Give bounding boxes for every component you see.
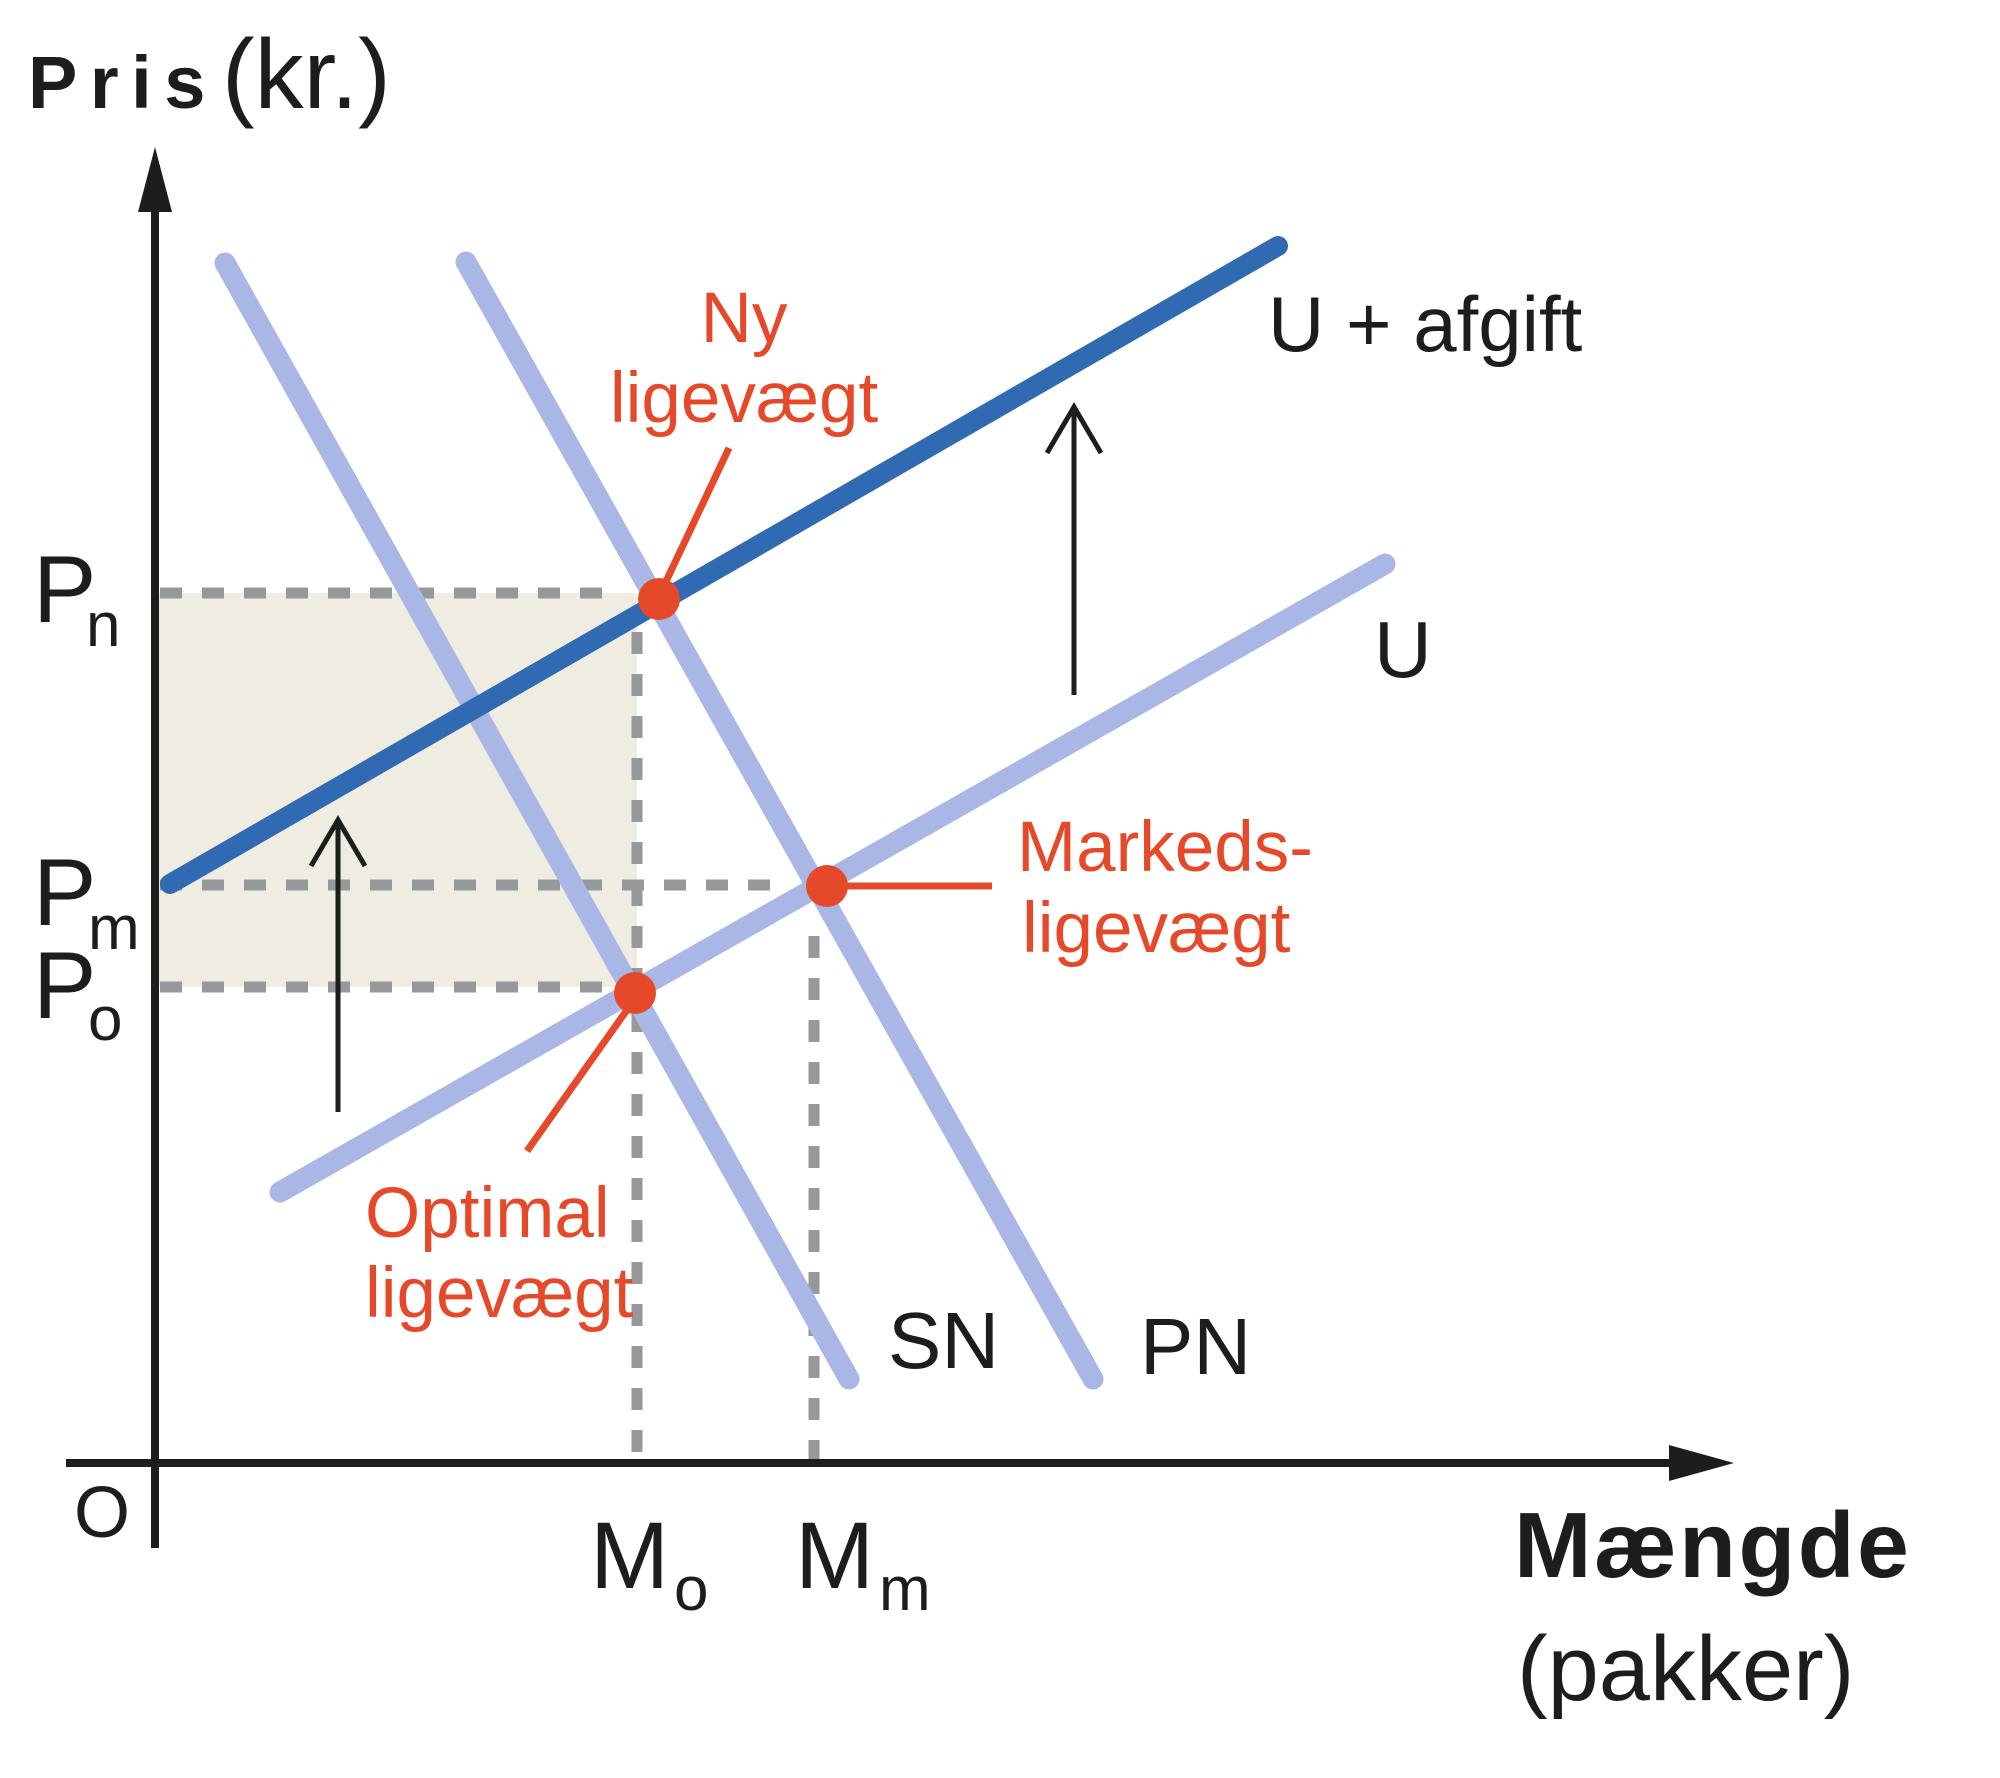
svg-text:M: M	[590, 1503, 669, 1609]
svg-text:n: n	[86, 591, 120, 660]
svg-text:U: U	[1374, 605, 1432, 694]
svg-text:P: P	[33, 537, 96, 643]
svg-text:PN: PN	[1140, 1302, 1251, 1391]
svg-text:(pakker): (pakker)	[1517, 1618, 1854, 1720]
svg-text:m: m	[88, 894, 140, 963]
svg-text:(kr.): (kr.)	[222, 19, 391, 129]
svg-text:Pris: Pris	[28, 41, 218, 124]
svg-text:P: P	[33, 840, 96, 946]
svg-text:Mængde: Mængde	[1514, 1493, 1911, 1597]
svg-text:Ny: Ny	[701, 279, 788, 358]
svg-text:M: M	[795, 1503, 874, 1609]
svg-text:O: O	[74, 1473, 130, 1553]
svg-text:Markeds-: Markeds-	[1017, 808, 1313, 887]
svg-text:ligevægt: ligevægt	[610, 359, 879, 438]
svg-text:P: P	[33, 933, 96, 1039]
svg-text:U + afgift: U + afgift	[1268, 280, 1583, 368]
svg-text:Optimal: Optimal	[365, 1174, 610, 1253]
svg-text:o: o	[674, 1555, 708, 1624]
svg-text:ligevægt: ligevægt	[365, 1254, 634, 1333]
svg-text:o: o	[88, 985, 122, 1054]
svg-text:SN: SN	[888, 1296, 999, 1385]
svg-text:m: m	[879, 1555, 931, 1624]
svg-text:ligevægt: ligevægt	[1022, 889, 1291, 968]
